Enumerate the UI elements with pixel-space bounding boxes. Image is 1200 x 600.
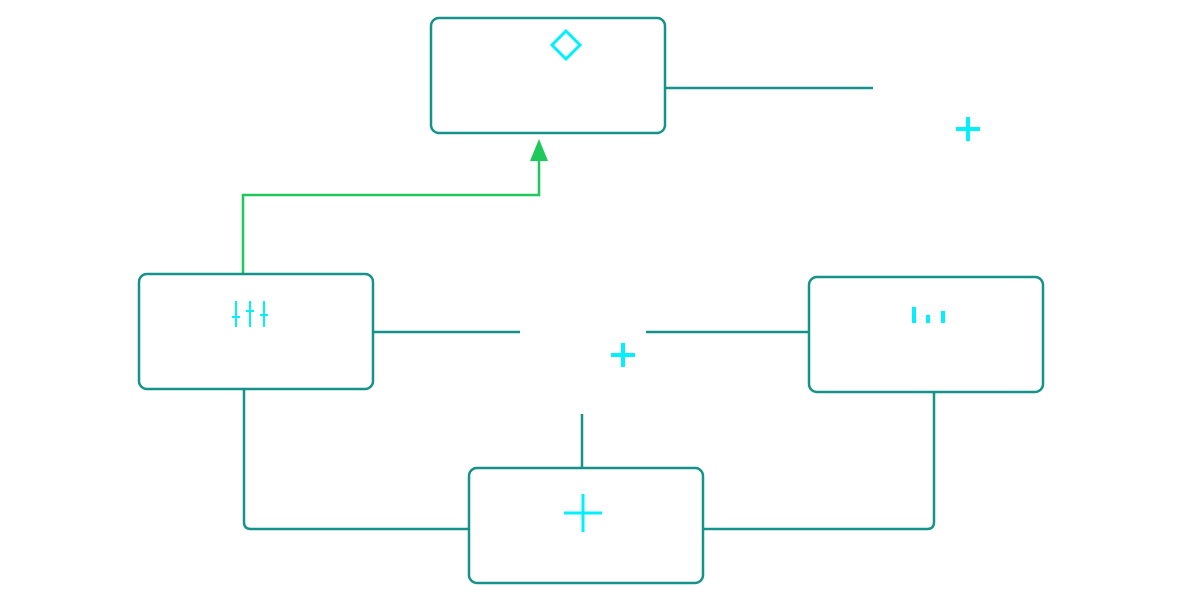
connector-left-to-bottom: [242, 390, 469, 531]
node-top[interactable]: [429, 16, 667, 135]
junction-marker-center[interactable]: [611, 343, 635, 367]
arrowhead: [530, 139, 548, 161]
connector-right-to-bottom: [703, 393, 936, 531]
plus-icon: [564, 494, 602, 532]
connectors: [241, 86, 936, 531]
junction-marker-top-right[interactable]: [956, 117, 980, 141]
node-left[interactable]: [137, 272, 375, 391]
bar-chart-icon: [912, 307, 945, 323]
node-right[interactable]: [807, 275, 1045, 394]
node-bottom[interactable]: [467, 466, 705, 585]
arrow-left-to-top: [241, 158, 541, 274]
diamond-icon: [549, 28, 583, 62]
sliders-icon: [232, 301, 268, 327]
